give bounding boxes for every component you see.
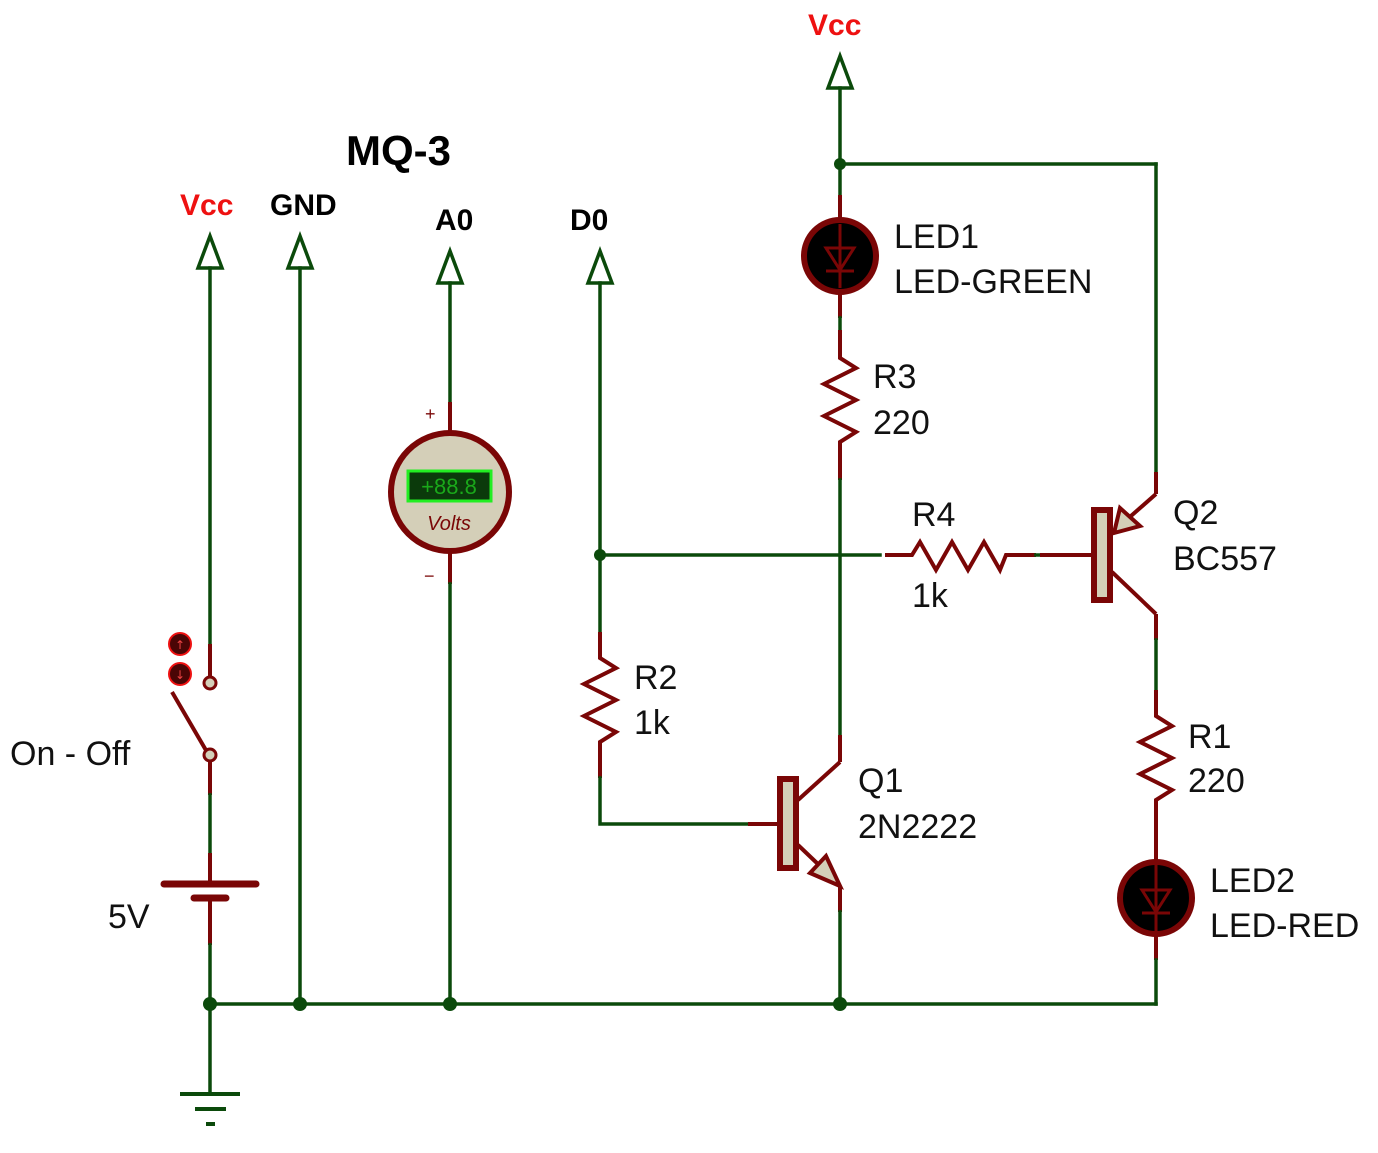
r3-value: 220 [873, 404, 930, 442]
arrow-up-icon[interactable] [168, 632, 192, 656]
pin-label-vcc: Vcc [180, 189, 233, 222]
terminal-power-vcc-arrow-icon [825, 51, 855, 197]
q2-ref: Q2 [1173, 494, 1218, 532]
led2-ref: LED2 [1210, 862, 1295, 900]
r4-value: 1k [912, 577, 949, 615]
r3-ref: R3 [873, 358, 916, 396]
led2-symbol [1117, 859, 1195, 960]
battery-symbol [160, 853, 260, 945]
terminal-gnd-arrow-icon [285, 231, 315, 1006]
led1-symbol [801, 195, 879, 318]
arrow-down-icon[interactable] [168, 662, 192, 686]
terminal-d0-arrow-icon [585, 246, 615, 634]
pin-label-gnd: GND [270, 189, 337, 222]
sensor-title: MQ-3 [346, 127, 451, 174]
junction-vcc [834, 158, 846, 170]
q2-transistor-symbol [1040, 472, 1158, 640]
junction-d0 [594, 549, 606, 561]
led1-value: LED-GREEN [894, 263, 1092, 301]
r2-value: 1k [634, 704, 671, 742]
pin-label-a0: A0 [435, 204, 473, 237]
pin-label-d0: D0 [570, 204, 608, 237]
q1-ref: Q1 [858, 762, 903, 800]
voltmeter [388, 402, 512, 584]
q1-transistor-symbol [748, 735, 845, 912]
r1-value: 220 [1188, 762, 1245, 800]
on-off-switch[interactable] [170, 644, 218, 795]
switch-down-button[interactable]: ↓ [168, 662, 192, 686]
battery-label: 5V [108, 898, 150, 936]
r2-resistor-symbol [579, 632, 621, 778]
svg-text:↑: ↑ [175, 638, 185, 652]
switch-up-button[interactable]: ↑ [168, 632, 192, 656]
wire-r2-q1 [598, 776, 750, 826]
junction-gnd-2 [293, 997, 307, 1011]
svg-text:↓: ↓ [175, 668, 185, 682]
voltmeter-minus: − [424, 566, 435, 586]
junction-gnd-4 [833, 997, 847, 1011]
junction-gnd-1 [203, 997, 217, 1011]
terminal-vcc-arrow-icon [195, 231, 225, 662]
r3-resistor-symbol [819, 330, 861, 480]
r4-resistor-symbol [885, 537, 1036, 575]
led2-value: LED-RED [1210, 907, 1359, 945]
terminal-a0-arrow-icon [435, 246, 465, 404]
voltmeter-reading: +88.8 [421, 474, 477, 499]
q1-value: 2N2222 [858, 808, 977, 846]
junction-gnd-3 [443, 997, 457, 1011]
r4-ref: R4 [912, 496, 955, 534]
r1-ref: R1 [1188, 718, 1231, 756]
led1-ref: LED1 [894, 218, 979, 256]
r2-ref: R2 [634, 659, 677, 697]
power-label-vcc: Vcc [808, 9, 861, 42]
voltmeter-display [406, 469, 493, 503]
ground-icon [180, 1092, 240, 1126]
q2-value: BC557 [1173, 540, 1277, 578]
switch-label: On - Off [10, 735, 131, 773]
r1-resistor-symbol [1135, 690, 1177, 860]
voltmeter-plus: + [425, 404, 436, 424]
voltmeter-unit: Volts [427, 513, 471, 535]
